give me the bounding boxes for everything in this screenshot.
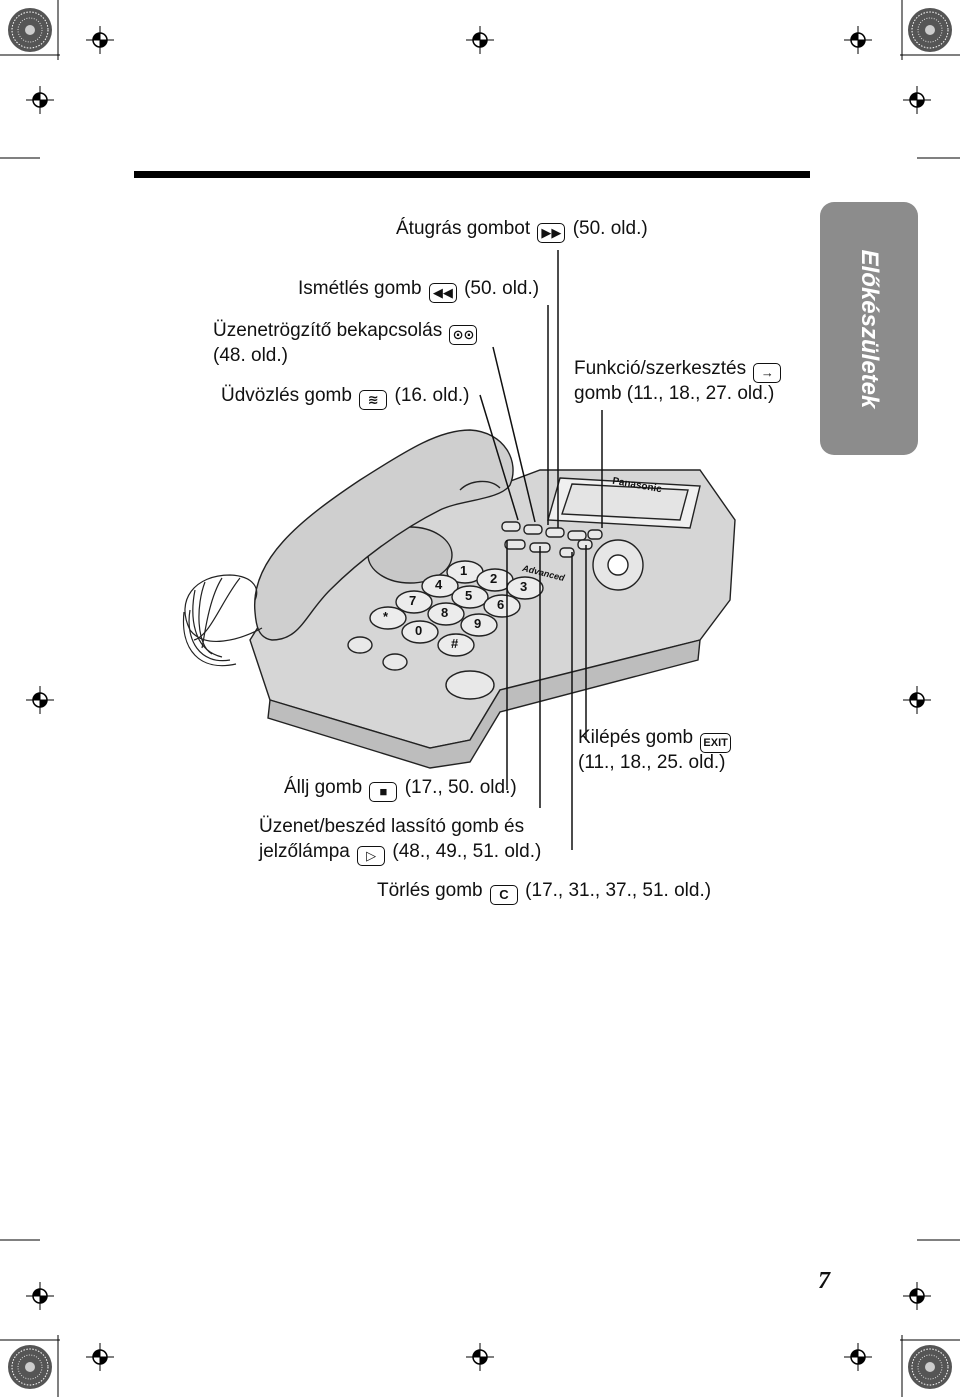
stop-button-callout: Állj gomb ■ (17., 50. old.) xyxy=(284,776,517,802)
answering-key-icon: ⊙⊙ xyxy=(449,325,478,345)
repeat-button-callout: Ismétlés gomb ◀◀ (50. old.) xyxy=(298,277,539,303)
stop-label: Állj gomb xyxy=(284,777,363,798)
slow-callout-line1: Üzenet/beszéd lassító gomb és xyxy=(259,816,525,837)
key-4: 4 xyxy=(435,577,443,592)
stop-key-icon: ■ xyxy=(369,782,398,802)
clear-ref: (17., 31., 37., 51. old.) xyxy=(525,880,712,901)
key-8: 8 xyxy=(441,605,449,620)
key-7: 7 xyxy=(409,593,417,608)
greeting-label: Üdvözlés gomb xyxy=(221,385,352,406)
function-callout-line2: gomb (11., 18., 27. old.) xyxy=(574,383,775,404)
page-number: 7 xyxy=(818,1268,830,1294)
repeat-label: Ismétlés gomb xyxy=(298,278,422,299)
sunburst-mark-br xyxy=(900,1335,960,1397)
sunburst-mark-tr xyxy=(900,0,960,60)
exit-label: Kilépés gomb xyxy=(578,727,694,748)
key-star: * xyxy=(383,609,389,624)
stop-ref: (17., 50. old.) xyxy=(404,777,517,798)
key-0: 0 xyxy=(415,623,423,638)
key-2: 2 xyxy=(490,571,498,586)
sunburst-mark-tl xyxy=(0,0,60,60)
slow-key-icon: ▷ xyxy=(357,846,386,866)
greeting-key-icon: ≋ xyxy=(359,390,388,410)
registration-marks xyxy=(0,25,960,1372)
exit-callout-line1: Kilépés gomb EXIT xyxy=(578,726,733,753)
key-1: 1 xyxy=(460,563,468,578)
greeting-ref: (16. old.) xyxy=(394,385,470,406)
repeat-ref: (50. old.) xyxy=(464,278,540,299)
greeting-button-callout: Üdvözlés gomb ≋ (16. old.) xyxy=(221,384,470,410)
slow-ref: (48., 49., 51. old.) xyxy=(392,841,542,862)
telephone-illustration xyxy=(182,429,736,769)
clear-key-icon: C xyxy=(489,885,518,905)
skip-ref: (50. old.) xyxy=(572,218,648,239)
skip-label: Átugrás gombot xyxy=(396,218,531,239)
sunburst-mark-bl xyxy=(0,1335,60,1397)
section-tab: Előkészületek xyxy=(820,202,918,455)
clear-button-callout: Törlés gomb C (17., 31., 37., 51. old.) xyxy=(377,879,711,905)
key-5: 5 xyxy=(465,588,473,603)
key-6: 6 xyxy=(497,597,505,612)
exit-key-icon: EXIT xyxy=(700,733,731,753)
exit-callout-line2: (11., 18., 25. old.) xyxy=(578,752,726,773)
header-rule xyxy=(134,171,810,178)
section-tab-label: Előkészületek xyxy=(856,249,883,408)
repeat-key-icon: ◀◀ xyxy=(428,283,457,303)
skip-key-icon: ▶▶ xyxy=(537,223,566,243)
answering-callout-line1: Üzenetrögzítő bekapcsolás ⊙⊙ xyxy=(213,319,479,345)
function-label: Funkció/szerkesztés xyxy=(574,358,747,379)
answering-label: Üzenetrögzítő bekapcsolás xyxy=(213,320,443,341)
function-key-icon: → xyxy=(753,363,782,383)
key-9: 9 xyxy=(474,616,482,631)
key-hash: # xyxy=(451,636,459,651)
slow-callout-line2: jelzőlámpa ▷ (48., 49., 51. old.) xyxy=(259,840,541,866)
slow-label: jelzőlámpa xyxy=(259,841,350,862)
function-callout-line1: Funkció/szerkesztés → xyxy=(574,357,783,383)
clear-label: Törlés gomb xyxy=(377,880,483,901)
skip-button-callout: Átugrás gombot ▶▶ (50. old.) xyxy=(396,217,648,243)
key-3: 3 xyxy=(520,579,528,594)
answering-callout-line2: (48. old.) xyxy=(213,345,288,366)
leader-lines xyxy=(479,250,603,850)
